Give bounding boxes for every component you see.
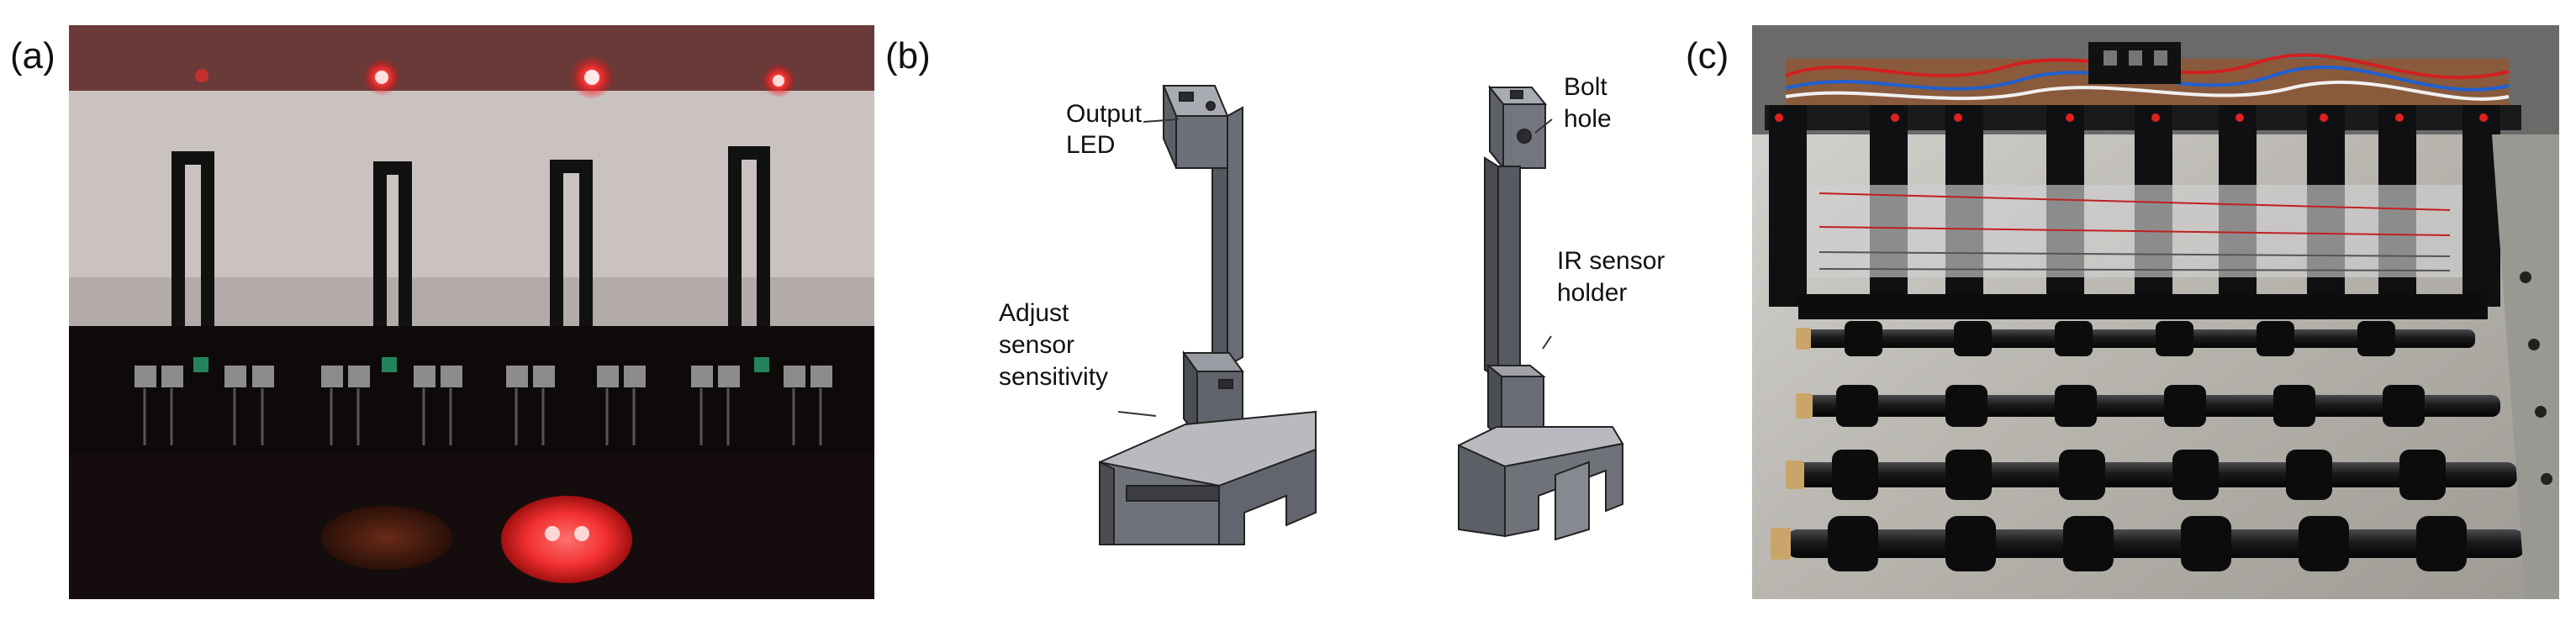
cad-holder-drawing: Output LED Bolt hole IR sensor holder Ad…	[999, 73, 1665, 545]
label-adjust-1: Adjust	[999, 299, 1069, 327]
roller-wheels	[1828, 321, 2467, 571]
cad-holder-front	[1099, 85, 1317, 545]
label-output-led-2: LED	[1066, 131, 1115, 159]
panel-a-label: (a)	[10, 35, 55, 76]
panel-a-photo	[69, 25, 874, 599]
roller-gears	[1771, 328, 1813, 560]
annotation-leaders	[1117, 118, 1553, 417]
wiring-harness	[1785, 42, 2510, 105]
label-ir-sensor-1: IR sensor	[1557, 247, 1665, 275]
dim-reflection	[321, 506, 452, 570]
ir-sensor-row	[69, 326, 874, 452]
lit-output-led	[501, 496, 632, 583]
panel-b-cad: Output LED Bolt hole IR sensor holder Ad…	[916, 25, 1698, 599]
label-ir-sensor-2: holder	[1557, 279, 1627, 307]
panel-b-label: (b)	[885, 35, 931, 76]
label-adjust-2: sensor	[999, 331, 1074, 359]
panel-c-photo	[1752, 25, 2559, 599]
roller-machine-photo	[1752, 25, 2559, 599]
label-bolt-hole-2: hole	[1564, 105, 1612, 133]
label-adjust-3: sensitivity	[999, 363, 1108, 391]
led-sensor-photo	[69, 25, 874, 599]
panel-c-label: (c)	[1686, 35, 1729, 76]
cad-holder-back	[1458, 85, 1624, 541]
label-output-led-1: Output	[1066, 100, 1143, 128]
sensor-holders	[172, 146, 770, 345]
top-leds	[195, 55, 795, 99]
sensor-boards	[1807, 185, 2463, 277]
label-bolt-hole-1: Bolt	[1564, 73, 1607, 101]
